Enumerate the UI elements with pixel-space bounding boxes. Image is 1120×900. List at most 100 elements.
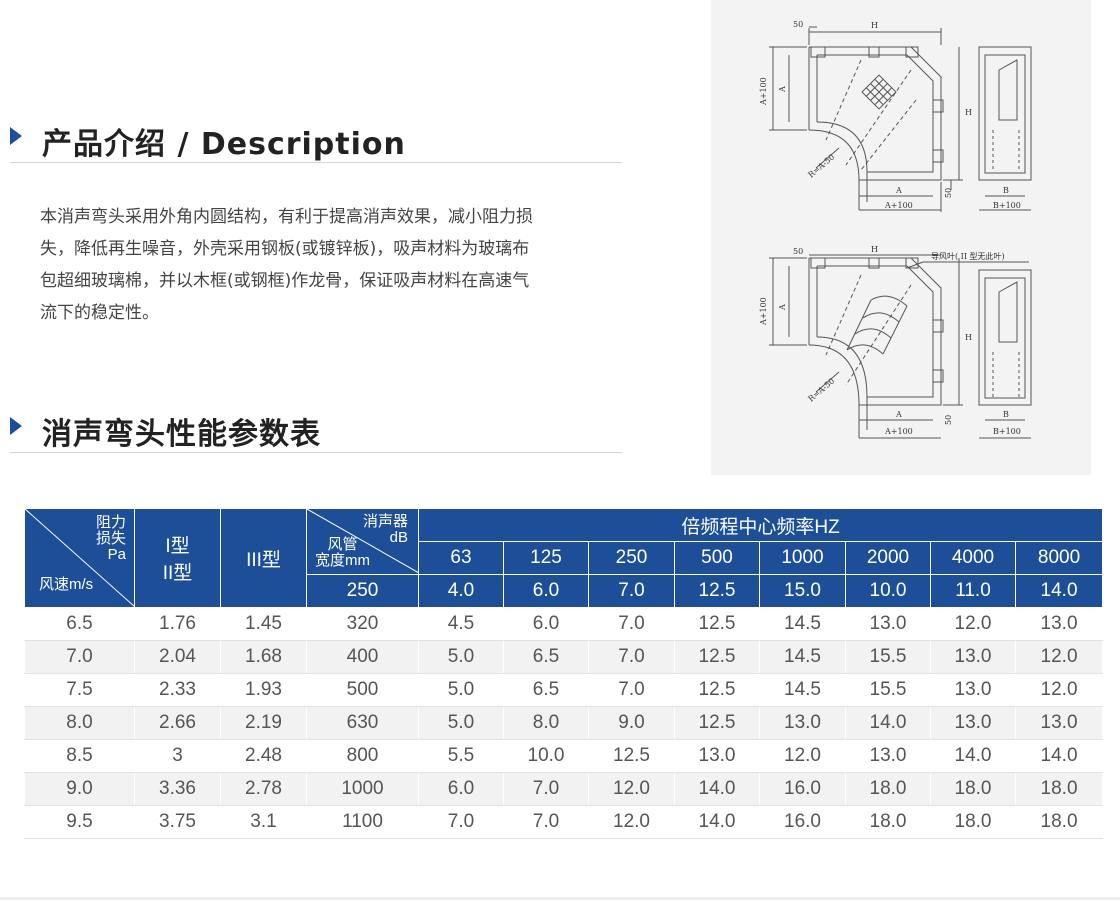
dim-label: 50 [793, 20, 803, 29]
attenuation-cell: 13.0 [930, 706, 1016, 740]
type3-loss-cell: 3.1 [220, 805, 307, 839]
attenuation-cell: 12.0 [1014, 640, 1104, 674]
type1-loss-cell: 3 [134, 739, 221, 773]
description-line: 流下的稳定性。 [40, 303, 159, 323]
attenuation-cell: 6.0 [503, 574, 589, 608]
attenuation-cell: 14.0 [1014, 574, 1104, 608]
diagonal-line [25, 509, 135, 607]
muffler-corner-cell: 消声器 dB 风管 宽度mm [306, 508, 419, 575]
attenuation-cell: 7.0 [588, 607, 675, 641]
description-line: 失，降低再生噪音，外壳采用钢板(或镀锌板)，吸声材料为玻璃布 [40, 239, 530, 259]
type1-loss-cell: 2.66 [134, 706, 221, 740]
dim-label: B [1003, 186, 1009, 195]
attenuation-cell: 5.0 [418, 706, 504, 740]
attenuation-cell: 13.0 [759, 706, 846, 740]
attenuation-cell: 13.0 [930, 640, 1016, 674]
dim-label: A+100 [884, 427, 913, 436]
type3-loss-cell: 2.19 [220, 706, 307, 740]
attenuation-cell: 18.0 [1014, 805, 1104, 839]
attenuation-cell: 7.0 [588, 574, 675, 608]
dim-label: 导风叶( II 型无此叶) [931, 251, 1005, 261]
description-line: 本消声弯头采用外角内圆结构，有利于提高消声效果，减小阻力损 [40, 207, 533, 227]
type3-loss-cell: 2.48 [220, 739, 307, 773]
dim-label: H [965, 333, 972, 342]
duct-width-cell: 800 [306, 739, 419, 773]
diagonal-line [307, 509, 419, 573]
attenuation-cell: 7.0 [418, 805, 504, 839]
type3-loss-cell: 2.78 [220, 772, 307, 806]
attenuation-cell: 12.5 [674, 640, 760, 674]
description-text: 本消声弯头采用外角内圆结构，有利于提高消声效果，减小阻力损 失，降低再生噪音，外… [40, 201, 610, 329]
attenuation-cell: 12.0 [930, 607, 1016, 641]
corner-top-label: 阻力 损失 Pa [96, 515, 126, 563]
attenuation-cell: 14.5 [759, 607, 846, 641]
attenuation-cell: 11.0 [930, 574, 1016, 608]
attenuation-cell: 14.0 [845, 706, 931, 740]
frequency-header-cell: 125 [503, 541, 589, 575]
dim-label: R=A-50 [807, 152, 837, 179]
type3-loss-cell: 1.45 [220, 607, 307, 641]
attenuation-cell: 14.5 [759, 640, 846, 674]
dim-label: 50 [793, 247, 803, 256]
attenuation-cell: 12.5 [674, 673, 760, 707]
attenuation-cell: 13.0 [930, 673, 1016, 707]
attenuation-cell: 10.0 [503, 739, 589, 773]
dim-label: R=A-50 [807, 376, 837, 403]
attenuation-cell: 5.5 [418, 739, 504, 773]
attenuation-cell: 18.0 [930, 805, 1016, 839]
attenuation-cell: 13.0 [845, 739, 931, 773]
type3-loss-cell: 1.68 [220, 640, 307, 674]
muffler-label-line: 风管 [327, 536, 358, 553]
muffler-label-line: 消声器 [362, 513, 408, 530]
dim-label: A+100 [759, 297, 768, 326]
muffler-label-line: dB [389, 529, 408, 546]
attenuation-cell: 7.0 [588, 673, 675, 707]
attenuation-cell: 8.0 [503, 706, 589, 740]
duct-width-cell: 250 [306, 574, 419, 608]
dim-label: A+100 [759, 77, 768, 106]
attenuation-cell: 14.0 [1014, 739, 1104, 773]
attenuation-cell: 13.0 [1014, 706, 1104, 740]
speed-cell: 9.0 [24, 772, 135, 806]
speed-cell: 8.0 [24, 706, 135, 740]
speed-cell: 7.0 [24, 640, 135, 674]
triangle-right-icon [10, 417, 22, 435]
description-section-header: 产品介绍 / Description [10, 112, 622, 163]
attenuation-cell: 18.0 [845, 805, 931, 839]
performance-table: 阻力 损失 Pa 风速m/s I型 II型 III型 消声器 dB 风管 [24, 508, 1104, 839]
dim-label: A [778, 86, 787, 93]
frequency-header-cell: 8000 [1014, 541, 1104, 575]
dim-label: 50 [944, 188, 953, 198]
attenuation-cell: 12.0 [588, 772, 675, 806]
attenuation-cell: 9.0 [588, 706, 675, 740]
dim-label: A+100 [884, 201, 913, 210]
attenuation-cell: 13.0 [674, 739, 760, 773]
duct-width-cell: 320 [306, 607, 419, 641]
attenuation-cell: 18.0 [930, 772, 1016, 806]
attenuation-cell: 15.5 [845, 640, 931, 674]
attenuation-cell: 12.0 [588, 805, 675, 839]
dim-label: B+100 [993, 201, 1021, 210]
frequency-header-cell: 4000 [930, 541, 1016, 575]
duct-width-cell: 630 [306, 706, 419, 740]
dim-label: H [965, 108, 972, 117]
attenuation-cell: 16.0 [759, 772, 846, 806]
footer-divider [0, 897, 1120, 900]
attenuation-cell: 7.0 [588, 640, 675, 674]
elbow-drawing-svg: 50 H A+100 A H R=A-50 A A+100 50 B B+100… [759, 20, 1032, 439]
speed-cell: 6.5 [24, 607, 135, 641]
dim-label: H [871, 21, 878, 30]
frequency-header-cell: 1000 [759, 541, 846, 575]
attenuation-cell: 14.0 [674, 772, 760, 806]
dim-label: A [778, 304, 787, 311]
attenuation-cell: 10.0 [845, 574, 931, 608]
corner-bottom-label: 风速m/s [39, 576, 94, 593]
attenuation-cell: 7.0 [503, 772, 589, 806]
dim-label: B [1003, 410, 1009, 419]
